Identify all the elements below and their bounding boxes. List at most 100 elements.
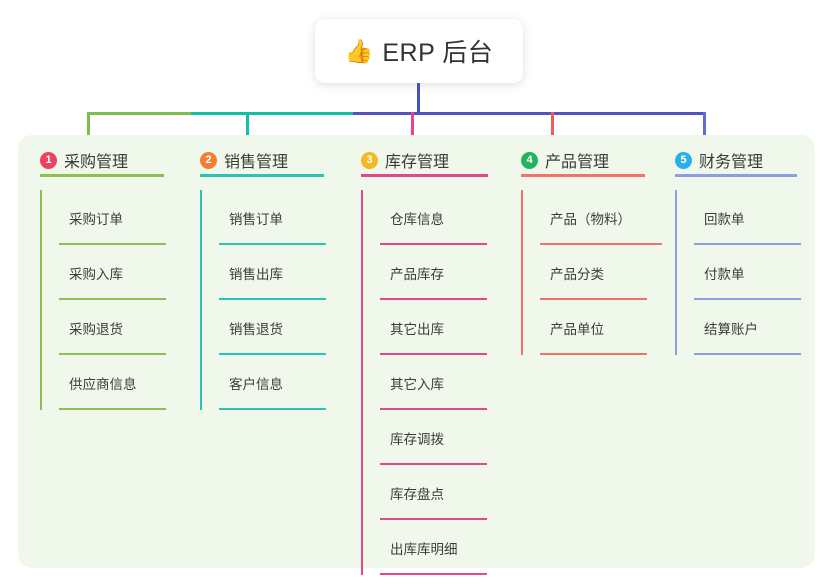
list-item-label: 其它出库 — [390, 321, 444, 337]
root-node-card[interactable]: 👍 ERP 后台 — [315, 19, 523, 83]
connector-drop-column-4 — [551, 112, 554, 145]
list-item-rule — [380, 243, 487, 245]
list-item[interactable]: 库存盘点 — [380, 465, 521, 520]
list-item-rule — [540, 243, 662, 245]
list-item-rule — [380, 298, 487, 300]
list-item[interactable]: 客户信息 — [219, 355, 360, 410]
list-item-label: 其它入库 — [390, 376, 444, 392]
connector-drop-column-1 — [87, 112, 90, 145]
list-item[interactable]: 结算账户 — [694, 300, 835, 355]
list-item-rule — [59, 298, 166, 300]
list-item-label: 回款单 — [704, 211, 745, 227]
list-item[interactable]: 销售订单 — [219, 190, 360, 245]
list-item-label: 结算账户 — [704, 321, 758, 337]
list-item-label: 采购入库 — [69, 266, 123, 282]
list-item[interactable]: 出库库明细 — [380, 520, 521, 575]
list-item-rule — [694, 298, 801, 300]
column-number-badge: 1 — [40, 151, 57, 169]
list-item[interactable]: 销售退货 — [219, 300, 360, 355]
column-title: 销售管理 — [224, 154, 289, 171]
column-header-rule — [200, 174, 324, 177]
list-item-label: 供应商信息 — [69, 376, 137, 392]
column-item-list: 产品（物料） 产品分类产品单位 — [521, 190, 681, 355]
list-item-rule — [219, 353, 326, 355]
list-item-rule — [219, 243, 326, 245]
list-item-label: 客户信息 — [229, 376, 283, 392]
list-item[interactable]: 采购订单 — [59, 190, 200, 245]
list-item-rule — [380, 573, 487, 575]
column-1: 1 采购管理采购订单采购入库采购退货供应商信息 — [40, 135, 200, 410]
column-number-badge: 2 — [200, 151, 217, 169]
list-item-label: 产品单位 — [550, 321, 604, 337]
connector-drop-column-3 — [411, 112, 414, 145]
list-item[interactable]: 采购退货 — [59, 300, 200, 355]
list-item[interactable]: 销售出库 — [219, 245, 360, 300]
column-spine — [521, 190, 523, 355]
column-header-1[interactable]: 1 采购管理 — [40, 135, 200, 177]
connector-bus-middle — [191, 112, 353, 115]
list-item-label: 库存盘点 — [390, 486, 444, 502]
list-item-rule — [219, 408, 326, 410]
column-title: 财务管理 — [699, 154, 764, 171]
list-item-label: 产品分类 — [550, 266, 604, 282]
list-item-rule — [694, 243, 801, 245]
column-number-badge: 4 — [521, 151, 538, 169]
list-item-rule — [219, 298, 326, 300]
column-number-badge: 3 — [361, 151, 378, 169]
list-item-label: 产品（物料） — [550, 211, 631, 227]
list-item-rule — [59, 353, 166, 355]
connector-stem — [417, 83, 420, 113]
column-item-list: 仓库信息产品库存其它出库其它入库库存调拨库存盘点出库库明细 — [361, 190, 521, 575]
list-item-rule — [380, 518, 487, 520]
list-item-rule — [59, 243, 166, 245]
list-item[interactable]: 其它入库 — [380, 355, 521, 410]
column-container: 1 采购管理采购订单采购入库采购退货供应商信息 2 销售管理销售订单销售出库销售退货客… — [18, 135, 815, 575]
column-item-list: 采购订单采购入库采购退货供应商信息 — [40, 190, 200, 410]
column-spine — [40, 190, 42, 410]
list-item-label: 销售订单 — [229, 211, 283, 227]
column-header-rule — [361, 174, 488, 177]
list-item-label: 出库库明细 — [390, 541, 458, 557]
list-item[interactable]: 供应商信息 — [59, 355, 200, 410]
list-item[interactable]: 回款单 — [694, 190, 835, 245]
list-item[interactable]: 产品库存 — [380, 245, 521, 300]
list-item-label: 付款单 — [704, 266, 745, 282]
column-2: 2 销售管理销售订单销售出库销售退货客户信息 — [200, 135, 360, 410]
diagram-panel — [18, 135, 815, 568]
list-item-label: 销售退货 — [229, 321, 283, 337]
list-item[interactable]: 其它出库 — [380, 300, 521, 355]
list-item[interactable]: 采购入库 — [59, 245, 200, 300]
column-spine — [361, 190, 363, 575]
column-5: 5 财务管理回款单付款单结算账户 — [675, 135, 835, 355]
list-item-rule — [380, 353, 487, 355]
thumbs-up-icon: 👍 — [344, 37, 374, 64]
list-item-label: 销售出库 — [229, 266, 283, 282]
column-title: 采购管理 — [64, 154, 129, 171]
connector-drop-column-5 — [703, 112, 706, 145]
list-item-rule — [694, 353, 801, 355]
list-item[interactable]: 产品分类 — [540, 245, 681, 300]
list-item-label: 采购订单 — [69, 211, 123, 227]
list-item-rule — [380, 463, 487, 465]
list-item-rule — [540, 353, 647, 355]
column-header-rule — [40, 174, 164, 177]
page-title: ERP 后台 — [382, 39, 494, 67]
list-item-rule — [59, 408, 166, 410]
list-item[interactable]: 库存调拨 — [380, 410, 521, 465]
column-item-list: 回款单付款单结算账户 — [675, 190, 835, 355]
list-item[interactable]: 付款单 — [694, 245, 835, 300]
column-header-rule — [521, 174, 645, 177]
column-title: 产品管理 — [545, 154, 610, 171]
column-header-2[interactable]: 2 销售管理 — [200, 135, 360, 177]
list-item[interactable]: 产品（物料） — [540, 190, 681, 245]
list-item-label: 产品库存 — [390, 266, 444, 282]
column-number-badge: 5 — [675, 151, 692, 169]
list-item-rule — [540, 298, 647, 300]
list-item[interactable]: 仓库信息 — [380, 190, 521, 245]
column-header-4[interactable]: 4 产品管理 — [521, 135, 681, 177]
column-4: 4 产品管理产品（物料） 产品分类产品单位 — [521, 135, 681, 355]
list-item[interactable]: 产品单位 — [540, 300, 681, 355]
column-header-5[interactable]: 5 财务管理 — [675, 135, 835, 177]
